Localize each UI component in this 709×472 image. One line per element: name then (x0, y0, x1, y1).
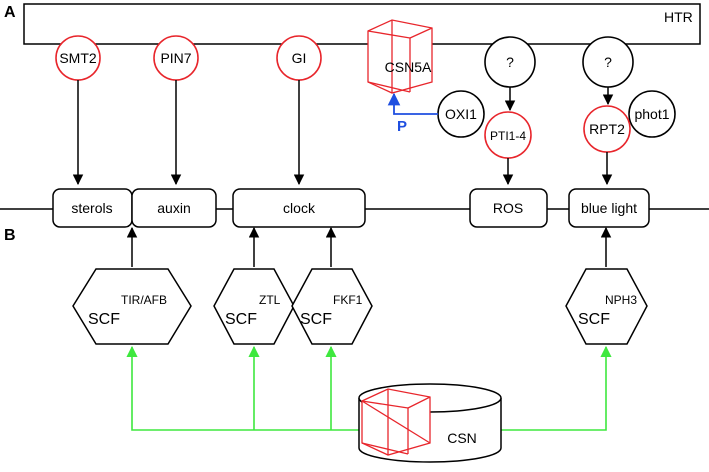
box-blue-light-label: blue light (581, 200, 637, 216)
box-ros-label: ROS (493, 200, 523, 216)
node-unknown-1: ? (484, 36, 536, 88)
scf-fkf1-base: SCF (300, 311, 332, 328)
scf-ztl-base: SCF (225, 311, 257, 328)
node-oxi1: OXI1 (437, 90, 485, 138)
scf-tir-afb-hexagon (72, 268, 192, 345)
scf-ztl-sup: ZTL (259, 293, 281, 307)
csn-label: CSN (447, 430, 477, 446)
box-auxin: auxin (131, 188, 217, 228)
phosphorylation-label: P (397, 118, 407, 135)
box-clock: clock (232, 188, 366, 228)
htr-label: HTR (664, 9, 693, 25)
box-sterols-label: sterols (71, 200, 112, 216)
scf-tir-afb: SCF TIR/AFB (72, 268, 192, 345)
scf-fkf1: SCF FKF1 (291, 268, 373, 345)
node-pti14-label: PTI1-4 (490, 129, 526, 143)
node-phot1-label: phot1 (634, 106, 669, 122)
node-unknown-2-label: ? (604, 54, 612, 70)
node-unknown-2: ? (582, 36, 634, 88)
box-clock-label: clock (283, 200, 316, 216)
node-pti14: PTI1-4 (484, 111, 532, 159)
phosphorylation-arrow (387, 92, 438, 115)
node-pin7: PIN7 (153, 35, 199, 81)
box-auxin-frame (131, 188, 217, 228)
scf-nph3: SCF NPH3 (565, 268, 648, 345)
csn-complex: CSN (358, 383, 502, 463)
csn5a-subunit-icon (361, 388, 431, 456)
scf-nph3-sup: NPH3 (605, 293, 637, 307)
node-gi-label: GI (292, 50, 307, 66)
node-pin7-label: PIN7 (160, 50, 191, 66)
node-phot1: phot1 (628, 90, 676, 138)
green-arrow-scf-tir (126, 345, 360, 431)
scf-nph3-base: SCF (578, 311, 610, 328)
node-csn5a: CSN5A (367, 19, 433, 94)
box-blue-light: blue light (568, 188, 650, 228)
node-oxi1-label: OXI1 (445, 106, 477, 122)
scf-fkf1-sup: FKF1 (333, 293, 363, 307)
box-auxin-label: auxin (157, 200, 190, 216)
scf-ztl: SCF ZTL (213, 268, 295, 345)
box-clock-frame (232, 188, 366, 228)
node-smt2: SMT2 (55, 35, 101, 81)
node-smt2-label: SMT2 (59, 50, 97, 66)
csn5a-prism-icon (367, 19, 433, 94)
node-rpt2: RPT2 (583, 105, 631, 153)
scf-ztl-hexagon (213, 268, 295, 345)
node-csn5a-label: CSN5A (385, 59, 432, 75)
scf-fkf1-hexagon (291, 268, 373, 345)
node-unknown-1-label: ? (506, 54, 514, 70)
node-rpt2-label: RPT2 (589, 121, 625, 137)
box-ros-frame (469, 188, 548, 228)
scf-tir-afb-base: SCF (88, 311, 120, 328)
node-gi: GI (276, 35, 322, 81)
csn-regulation-lines (126, 345, 612, 431)
scf-tir-afb-sup: TIR/AFB (121, 293, 167, 307)
panel-label-b: B (4, 227, 16, 244)
scf-nph3-hexagon (565, 268, 648, 345)
green-arrow-scf-nph3 (500, 345, 612, 431)
box-sterols: sterols (52, 188, 133, 228)
box-ros: ROS (469, 188, 548, 228)
node-phot1-circle (628, 90, 676, 138)
htr-bracket (23, 3, 701, 45)
panel-label-a: A (4, 4, 16, 21)
